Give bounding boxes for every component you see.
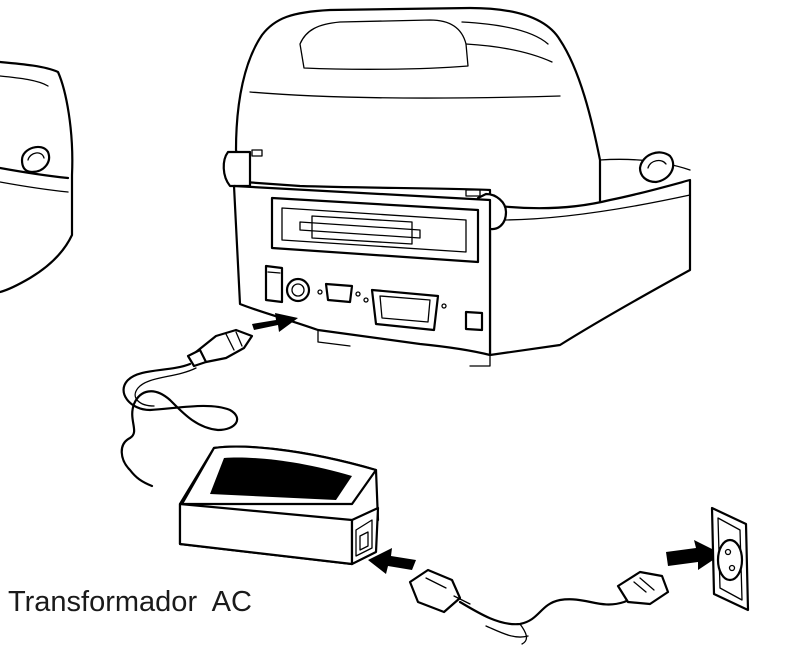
left-arrow-icon — [368, 548, 416, 574]
printer — [222, 6, 692, 367]
wall-outlet — [710, 506, 750, 612]
dc-power-cable — [120, 328, 254, 488]
right-arrow-icon — [666, 540, 722, 570]
right-arrow-icon — [252, 313, 298, 332]
adapter-label: Transformador AC — [8, 586, 252, 618]
partial-printer-left — [0, 60, 74, 294]
ac-power-cord — [408, 568, 670, 645]
ac-adapter — [178, 445, 380, 566]
